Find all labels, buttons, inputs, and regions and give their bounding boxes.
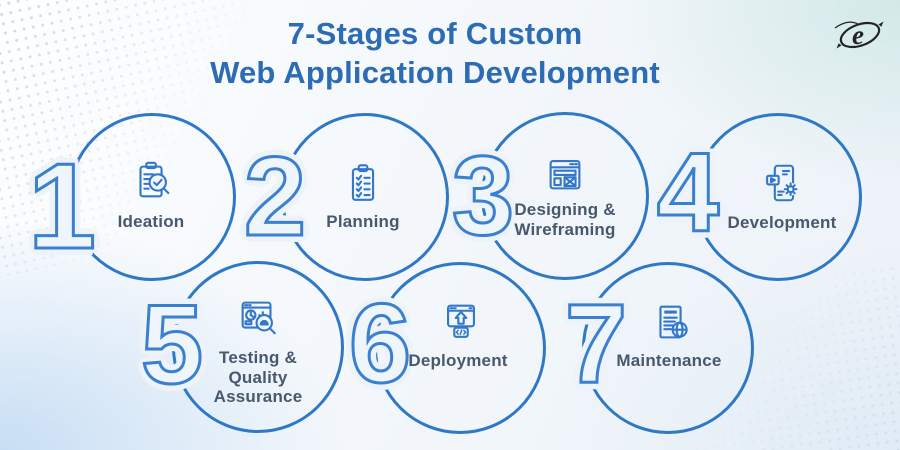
logo-orbit-arrow-top [878, 21, 884, 27]
stage-circle [582, 262, 754, 434]
qa-testing-magnifier-icon [241, 301, 276, 335]
document-globe-icon [659, 305, 688, 339]
title-line-2: Web Application Development [210, 55, 660, 90]
mobile-development-icon [766, 164, 798, 202]
stage-circle [68, 113, 236, 281]
stage-label: Planning [326, 212, 400, 231]
stage-label: Ideation [117, 212, 185, 231]
stage-circle [281, 113, 449, 281]
checklist-icon [351, 164, 375, 201]
stage-number: 6 [347, 281, 412, 406]
stage-circle [172, 261, 344, 433]
stage-circle [694, 113, 862, 281]
stage-number: 5 [139, 282, 204, 407]
stage-label: Deployment [408, 351, 508, 370]
stage-label: Maintenance [616, 351, 722, 370]
stage-number: 7 [563, 281, 628, 406]
stage-number: 1 [27, 138, 98, 274]
stage-number: 4 [655, 130, 720, 255]
stage-circle [374, 262, 546, 434]
stage-label: Designing & Wireframing [514, 200, 616, 239]
title-line-1: 7-Stages of Custom [287, 16, 583, 51]
logo-letter: e [852, 20, 864, 50]
stage-label: Testing & Quality Assurance [213, 348, 303, 406]
deploy-upload-icon [447, 304, 475, 338]
stage-circle [481, 112, 649, 280]
logo-swoosh [834, 21, 859, 29]
browser-wireframe-icon [549, 160, 581, 190]
stage-number: 2 [242, 134, 307, 259]
clipboard-search-icon [139, 161, 170, 198]
brand-logo: e [834, 20, 884, 50]
stage-number: 3 [450, 133, 515, 258]
logo-orbit-ellipse [839, 21, 881, 49]
logo-orbit-arrow-bottom [836, 43, 842, 49]
stage-label: Development [727, 213, 837, 232]
